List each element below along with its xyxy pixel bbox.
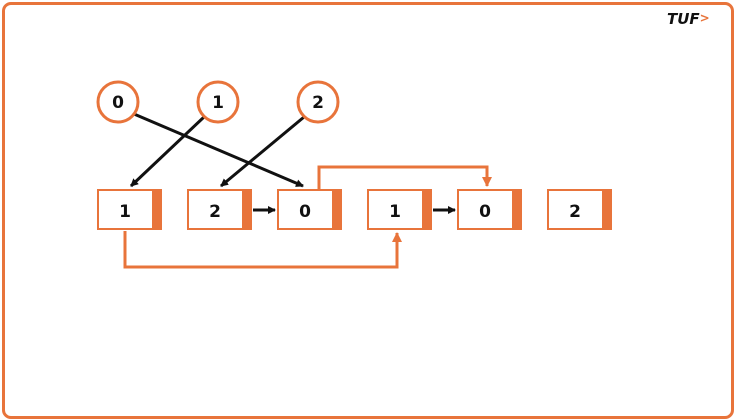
orange-connectors <box>123 165 492 269</box>
tuf-logo: TUF> <box>667 10 710 28</box>
arrow-head0-to-node0 <box>133 112 304 188</box>
head-label-1: 1 <box>212 93 224 113</box>
arrow-head2-to-node2 <box>220 115 305 188</box>
list-node-4: 0 <box>457 189 522 230</box>
head-pointers <box>129 112 456 214</box>
head-label-0: 0 <box>112 93 124 113</box>
connector-node0-to-node0b <box>317 165 492 189</box>
head-circles: 0 1 2 <box>96 80 340 124</box>
head-circle-2: 2 <box>296 80 340 124</box>
node-label: 2 <box>209 202 221 222</box>
head-label-2: 2 <box>312 93 324 113</box>
head-circle-0: 0 <box>96 80 140 124</box>
head-circle-1: 1 <box>196 80 240 124</box>
node-label: 1 <box>119 202 131 222</box>
list-node-0: 1 <box>97 189 162 230</box>
node-label: 2 <box>569 202 581 222</box>
node-label: 0 <box>299 202 311 222</box>
logo-text: TUF <box>667 10 700 28</box>
connector-node1-to-node1b <box>123 231 402 269</box>
logo-chevron-icon: > <box>699 11 710 25</box>
arrow-head1-to-node1 <box>129 115 206 188</box>
list-node-1: 2 <box>187 189 252 230</box>
list-nodes: 1 2 0 1 0 2 <box>97 189 612 230</box>
list-node-5: 2 <box>547 189 612 230</box>
node-label: 1 <box>389 202 401 222</box>
node-label: 0 <box>479 202 491 222</box>
list-node-2: 0 <box>277 189 342 230</box>
list-node-3: 1 <box>367 189 432 230</box>
